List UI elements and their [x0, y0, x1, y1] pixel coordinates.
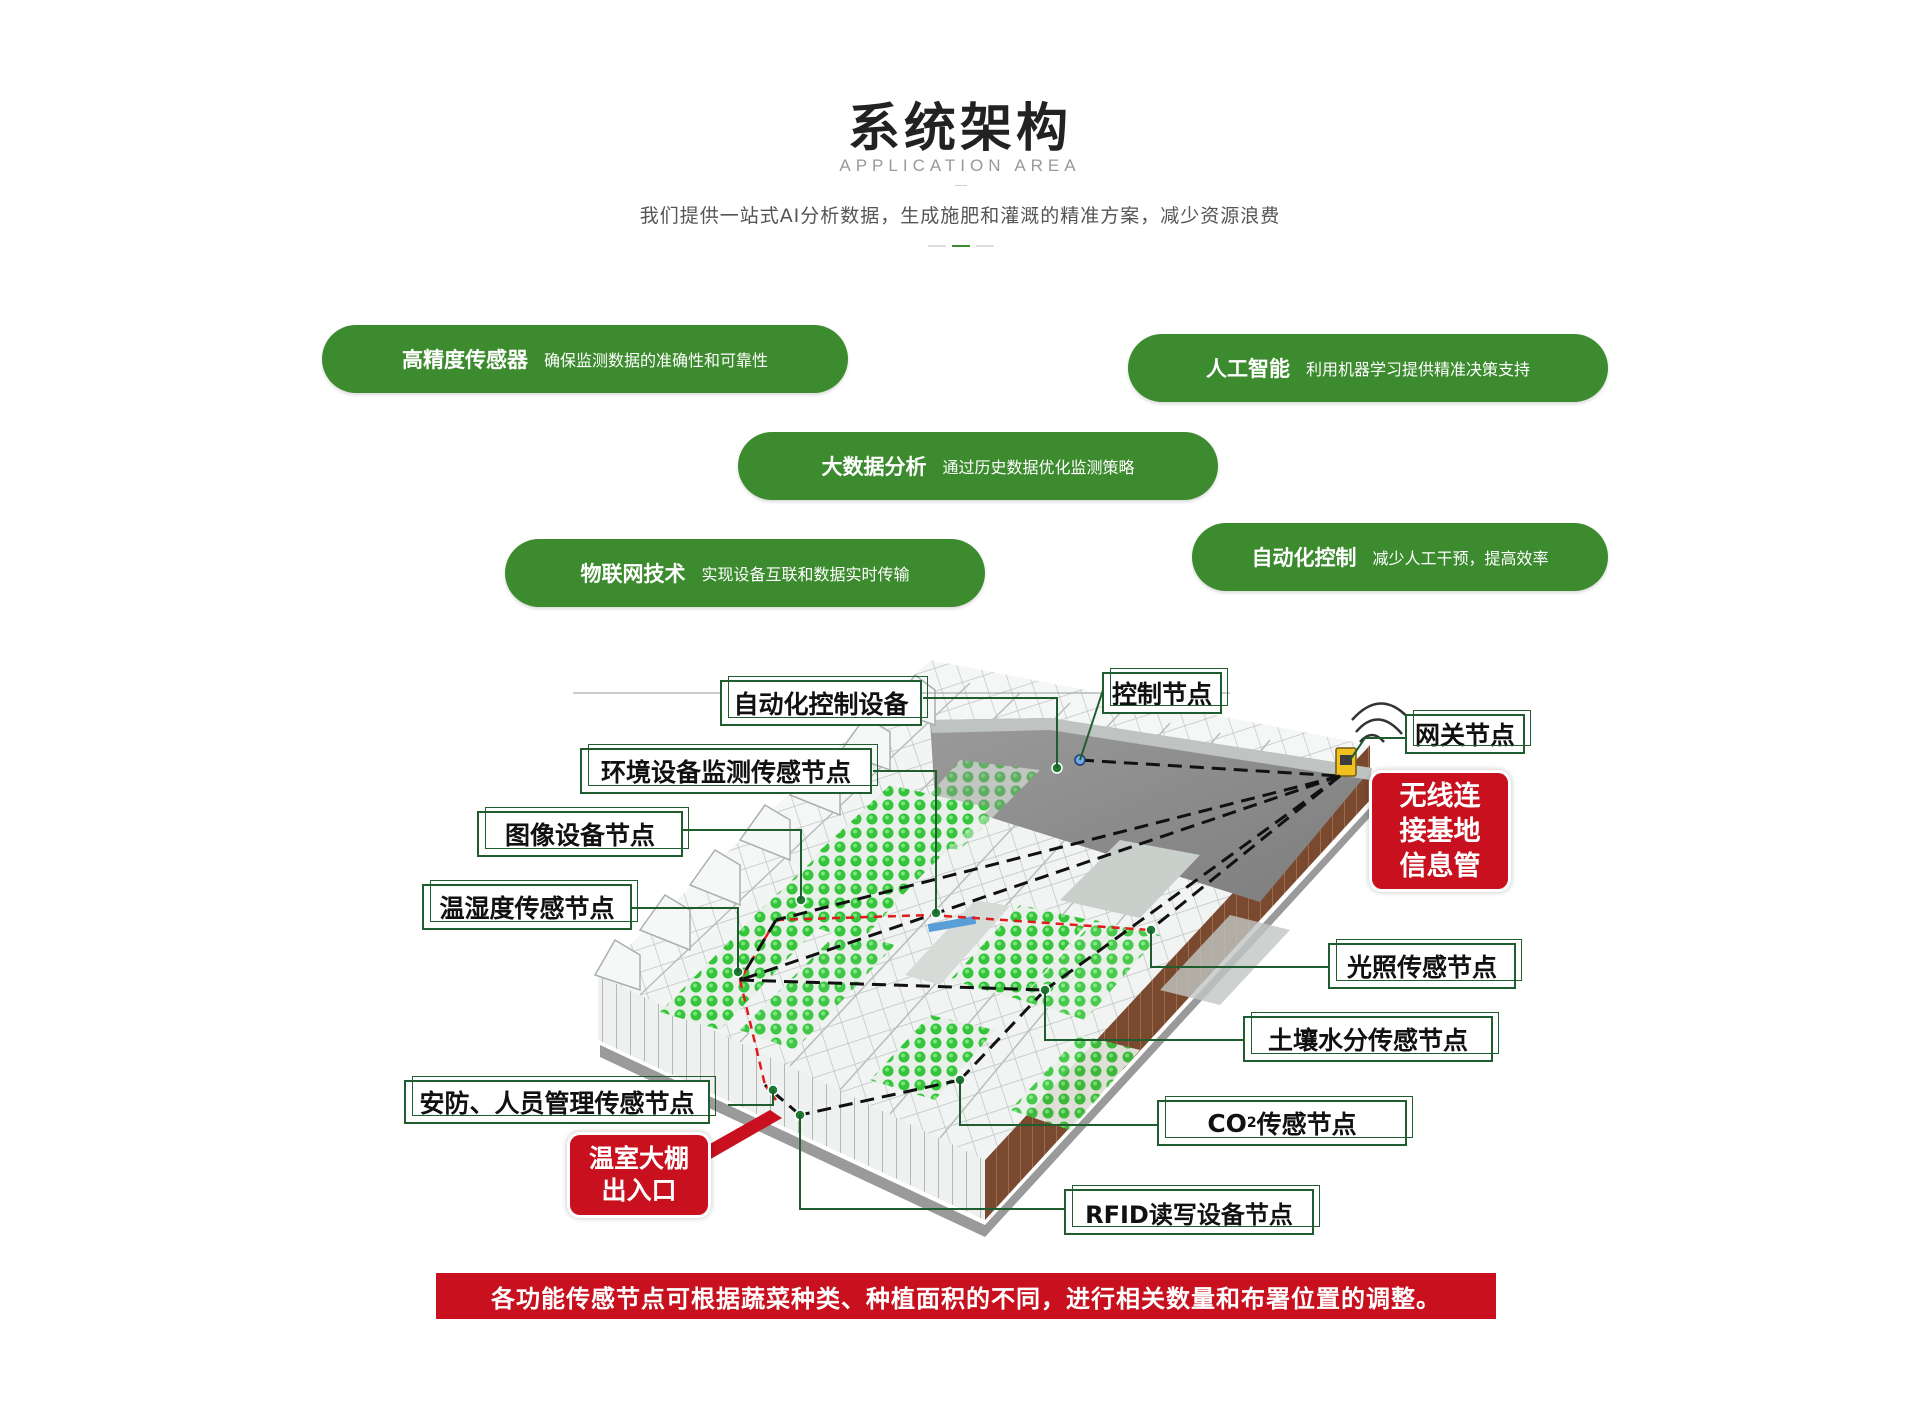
label-rfid-node: RFID读写设备节点 [1064, 1185, 1320, 1235]
label-security-node: 安防、人员管理传感节点 [404, 1076, 716, 1124]
feature-title: 高精度传感器 [401, 348, 528, 372]
callout-wireless: 无线连 接基地 信息管 [1372, 773, 1508, 889]
footer-note-banner: 各功能传感节点可根据蔬菜种类、种植面积的不同，进行相关数量和布署位置的调整。 [436, 1273, 1496, 1319]
feature-desc: 减少人工干预，提高效率 [1372, 549, 1549, 568]
divider-right [976, 245, 994, 247]
label-gateway-node: 网关节点 [1405, 710, 1531, 754]
feature-desc: 通过历史数据优化监测策略 [942, 458, 1135, 477]
label-soil-moisture-node: 土壤水分传感节点 [1243, 1012, 1499, 1062]
feature-pill-sensor: 高精度传感器 确保监测数据的准确性和可靠性 [322, 325, 848, 393]
feature-desc: 实现设备互联和数据实时传输 [701, 565, 910, 584]
label-control-node: 控制节点 [1102, 668, 1228, 714]
feature-title: 自动化控制 [1251, 546, 1357, 570]
divider-center [952, 245, 970, 247]
label-temp-humidity-node: 温湿度传感节点 [422, 880, 638, 930]
feature-desc: 确保监测数据的准确性和可靠性 [543, 351, 768, 370]
callout-entrance: 温室大棚 出入口 [570, 1135, 708, 1215]
divider [955, 185, 967, 186]
feature-pill-automation: 自动化控制 减少人工干预，提高效率 [1192, 523, 1608, 591]
feature-title: 人工智能 [1205, 357, 1290, 381]
feature-title: 物联网技术 [580, 562, 686, 586]
feature-pill-bigdata: 大数据分析 通过历史数据优化监测策略 [738, 432, 1218, 500]
label-light-node: 光照传感节点 [1328, 939, 1522, 989]
label-image-device-node: 图像设备节点 [477, 807, 689, 857]
page-title: 系统架构 [847, 99, 1072, 159]
feature-desc: 利用机器学习提供精准决策支持 [1305, 360, 1530, 379]
page-description: 我们提供一站式AI分析数据，生成施肥和灌溉的精准方案，减少资源浪费 [639, 205, 1281, 227]
page-subtitle: APPLICATION AREA [839, 156, 1081, 175]
label-auto-control-device: 自动化控制设备 [720, 676, 928, 726]
label-env-monitor-node: 环境设备监测传感节点 [580, 744, 878, 794]
feature-title: 大数据分析 [821, 455, 927, 479]
feature-pill-ai: 人工智能 利用机器学习提供精准决策支持 [1128, 334, 1608, 402]
feature-pill-iot: 物联网技术 实现设备互联和数据实时传输 [505, 539, 985, 607]
divider-left [928, 245, 946, 247]
